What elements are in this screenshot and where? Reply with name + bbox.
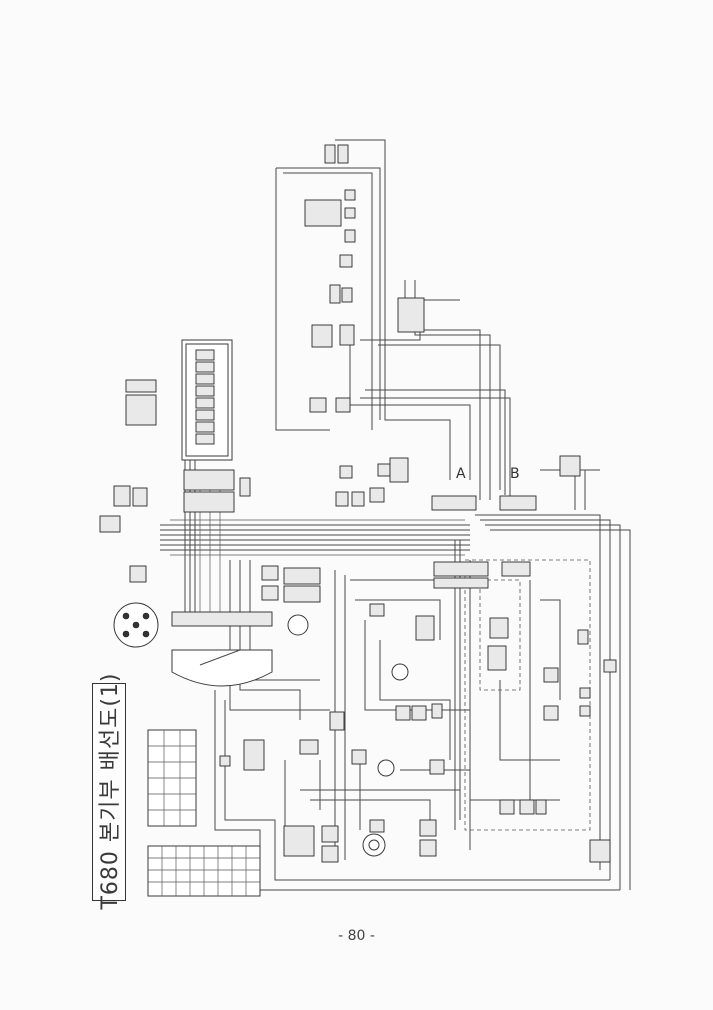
dashed-subzone: [479, 579, 521, 691]
title-box: [92, 683, 126, 901]
center-connectors: [261, 455, 581, 636]
left-components: [99, 379, 273, 687]
lower-components: [219, 603, 617, 863]
dashed-zone: [464, 559, 591, 831]
diagram-title: T680 본기부 배선도(1): [98, 672, 123, 910]
legend-tables: [147, 729, 261, 897]
fuse-block: [181, 339, 251, 513]
wire-harness-main: [160, 139, 631, 891]
top-connector-column: [304, 144, 425, 413]
page-number: - 80 -: [338, 928, 375, 944]
marker-a: A: [456, 466, 466, 482]
marker-b: B: [510, 466, 520, 482]
